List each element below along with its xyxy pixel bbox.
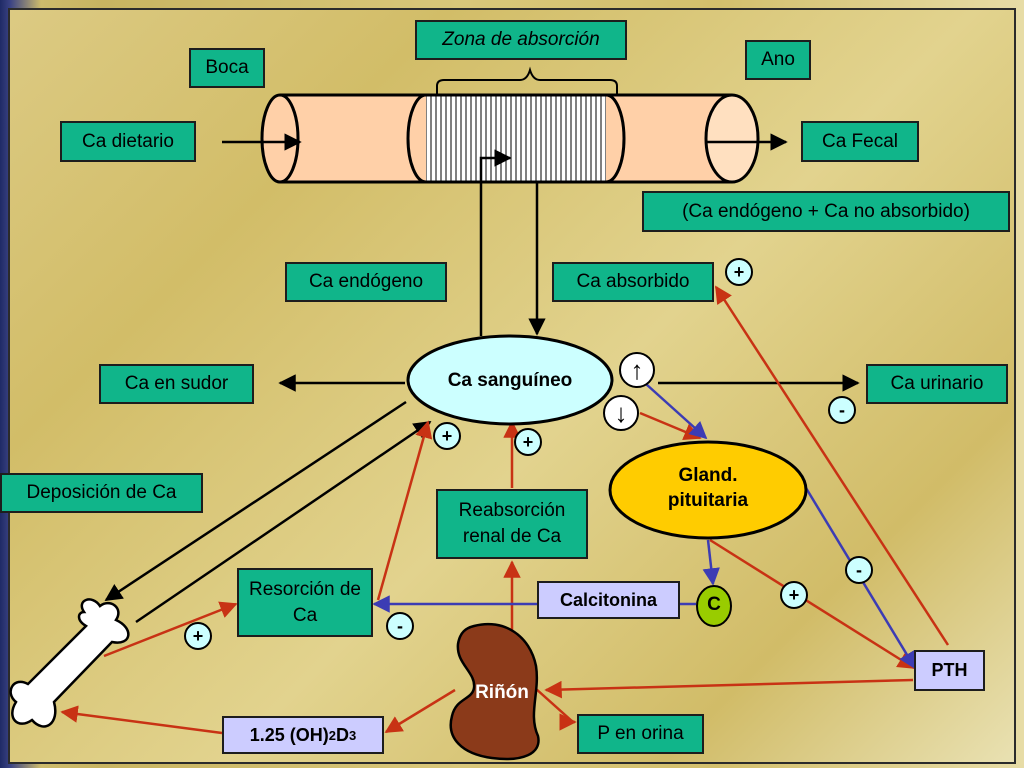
kidney-shape: [449, 622, 540, 761]
urinary-ca-label: Ca urinario: [866, 364, 1008, 404]
plus-sign-reabsorption: +: [514, 428, 542, 456]
absorption-zone-label: Zona de absorción: [415, 20, 627, 60]
minus-sign-pth: -: [845, 556, 873, 584]
endogenous-ca-label: Ca endógeno: [285, 262, 447, 302]
up-arrow-icon: ↑: [619, 352, 655, 388]
blood-oval: [406, 334, 614, 426]
c-circle: [696, 585, 732, 627]
vitamin-d-sub3: 3: [349, 727, 357, 743]
urine-p-label: P en orina: [577, 714, 704, 754]
bone-shape: [9, 598, 130, 728]
c-label: C: [707, 594, 721, 615]
resorption-label: Resorción de Ca: [237, 568, 373, 637]
absorption-brace: [436, 66, 618, 95]
minus-sign-urinary: -: [828, 396, 856, 424]
mouth-label: Boca: [189, 48, 265, 88]
blood-ca-label: Ca sanguíneo: [447, 370, 573, 391]
kidney-label: Riñón: [475, 682, 529, 703]
endogenous-unabsorbed-label: (Ca endógeno + Ca no absorbido): [642, 191, 1010, 232]
down-arrow-icon: ↓: [603, 395, 639, 431]
plus-sign-absorbed: +: [725, 258, 753, 286]
vitamin-d-sub2: 2: [328, 727, 337, 743]
pituitary-label: Gland. pituitaria: [667, 465, 749, 511]
fecal-ca-label: Ca Fecal: [801, 121, 919, 162]
pth-label: PTH: [914, 650, 985, 691]
vitamin-d-d: D: [336, 724, 350, 745]
calcitonin-label: Calcitonina: [537, 581, 680, 619]
anus-label: Ano: [745, 40, 811, 80]
sweat-ca-label: Ca en sudor: [99, 364, 254, 404]
intestine-tube: [260, 93, 760, 184]
plus-sign-pth: +: [780, 581, 808, 609]
plus-sign-bone: +: [184, 622, 212, 650]
plus-sign-resorption: +: [433, 422, 461, 450]
deposition-label: Deposición de Ca: [0, 473, 203, 513]
absorbed-ca-label: Ca absorbido: [552, 262, 714, 302]
pituitary-oval: [608, 440, 808, 540]
minus-sign-calcitonin: -: [386, 612, 414, 640]
dietary-ca-label: Ca dietario: [60, 121, 196, 162]
vitamin-d-main: 1.25 (OH): [249, 724, 329, 745]
renal-reabsorption-label: Reabsorción renal de Ca: [436, 489, 588, 559]
